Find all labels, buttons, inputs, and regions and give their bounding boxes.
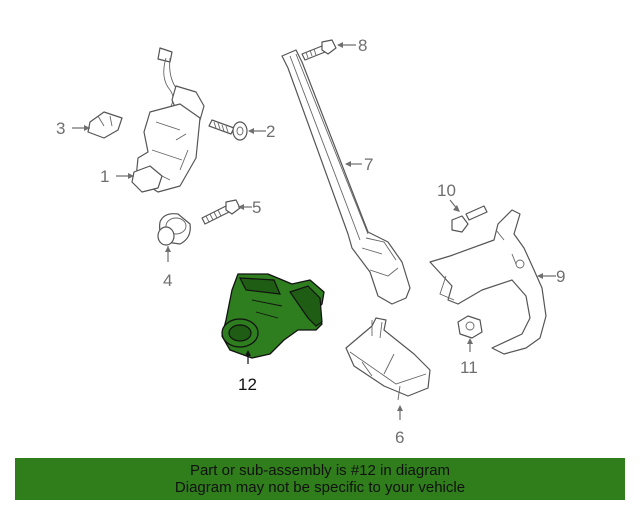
part-2-bolt[interactable]: [208, 119, 248, 141]
part-4-bushing[interactable]: [157, 213, 191, 246]
callout-2: 2: [266, 122, 275, 141]
part-11-nut[interactable]: [457, 315, 483, 339]
part-3-clip[interactable]: [87, 111, 123, 139]
part-1-bracket-harness[interactable]: [131, 47, 205, 193]
callout-10: 10: [437, 181, 456, 200]
parts-diagram: 1 2 3 4 5 6 7 8 9 10 11 12: [56, 36, 565, 447]
callout-4: 4: [163, 271, 172, 290]
part-5-bolt[interactable]: [201, 199, 241, 225]
banner-line-1: Part or sub-assembly is #12 in diagram: [189, 462, 451, 479]
callout-8: 8: [358, 36, 367, 55]
callout-9: 9: [556, 267, 565, 286]
part-7-shaft[interactable]: [281, 49, 411, 305]
banner-line-2: Diagram may not be specific to your vehi…: [174, 479, 466, 496]
callout-12: 12: [238, 375, 257, 394]
leader-lines: [72, 42, 556, 420]
part-10-bolt[interactable]: [451, 205, 488, 233]
callout-6: 6: [395, 428, 404, 447]
callout-11: 11: [460, 358, 478, 377]
callout-3: 3: [56, 119, 65, 138]
part-12-sensor[interactable]: [221, 273, 325, 359]
part-6-plate[interactable]: [345, 317, 431, 401]
part-9-bracket[interactable]: [429, 209, 547, 355]
part-8-bolt[interactable]: [301, 39, 337, 61]
callout-1: 1: [100, 167, 109, 186]
callout-7: 7: [364, 155, 373, 174]
callout-5: 5: [252, 198, 261, 217]
info-banner: Part or sub-assembly is #12 in diagram D…: [15, 458, 625, 500]
